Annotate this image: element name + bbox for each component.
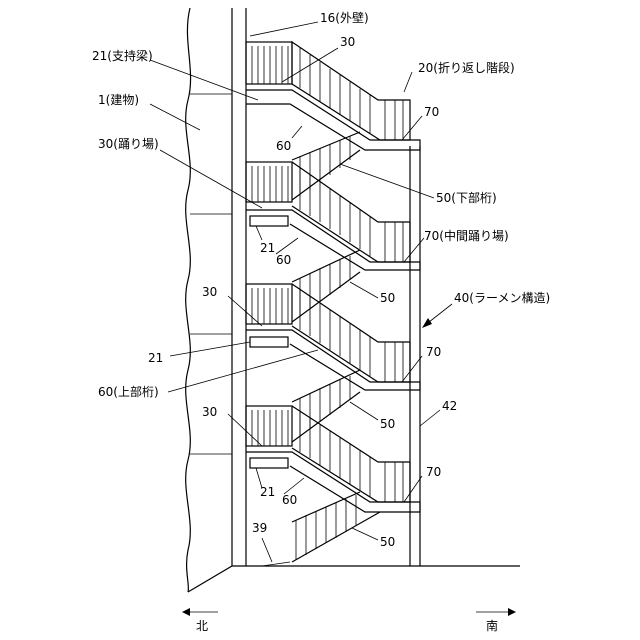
label-support-beam: 21(支持梁) <box>92 48 153 63</box>
label-rahmen: 40(ラーメン構造) <box>454 291 550 305</box>
flight-2 <box>246 132 360 226</box>
label-60-b: 60 <box>276 253 291 267</box>
label-30-top: 30 <box>340 35 355 49</box>
label-60-a: 60 <box>276 139 291 153</box>
rahmen-arrowhead <box>422 318 432 328</box>
label-70-a: 70 <box>424 105 439 119</box>
label-50-c: 50 <box>380 535 395 549</box>
label-south: 南 <box>486 618 498 633</box>
floor-lines <box>190 94 232 454</box>
label-30-c: 30 <box>202 405 217 419</box>
landing-4 <box>246 406 292 446</box>
label-39: 39 <box>252 521 267 535</box>
landing-top <box>246 42 292 84</box>
label-21-c: 21 <box>260 485 275 499</box>
north-arrowhead <box>182 608 190 616</box>
flight-1 <box>246 42 420 150</box>
label-30-b: 30 <box>202 285 217 299</box>
label-building: 1(建物) <box>98 93 139 107</box>
label-21-b: 21 <box>148 351 163 365</box>
label-wall: 16(外壁) <box>320 10 369 25</box>
support-beam-21-a <box>250 216 288 226</box>
ground-line <box>188 566 520 592</box>
label-50-b: 50 <box>380 417 395 431</box>
label-upper-girder: 60(上部桁) <box>98 384 159 399</box>
label-north: 北 <box>196 619 208 633</box>
label-60-c: 60 <box>282 493 297 507</box>
label-42: 42 <box>442 399 457 413</box>
label-landing: 30(踊り場) <box>98 137 159 151</box>
leader-lines <box>150 22 440 562</box>
label-21-a: 21 <box>260 241 275 255</box>
label-mid-landing: 70(中間踊り場) <box>424 228 509 243</box>
support-beam-21-c <box>250 458 288 468</box>
label-lower-girder: 50(下部桁) <box>436 190 497 205</box>
label-70-c: 70 <box>426 465 441 479</box>
building-wavy-edge <box>186 8 191 592</box>
flight-8 <box>292 492 380 562</box>
label-stair: 20(折り返し階段) <box>418 60 515 75</box>
landing-2 <box>246 162 292 202</box>
flight-6 <box>246 370 360 468</box>
label-70-b: 70 <box>426 345 441 359</box>
label-50-a: 50 <box>380 291 395 305</box>
support-beam-21-b <box>250 337 288 347</box>
south-arrowhead <box>508 608 516 616</box>
